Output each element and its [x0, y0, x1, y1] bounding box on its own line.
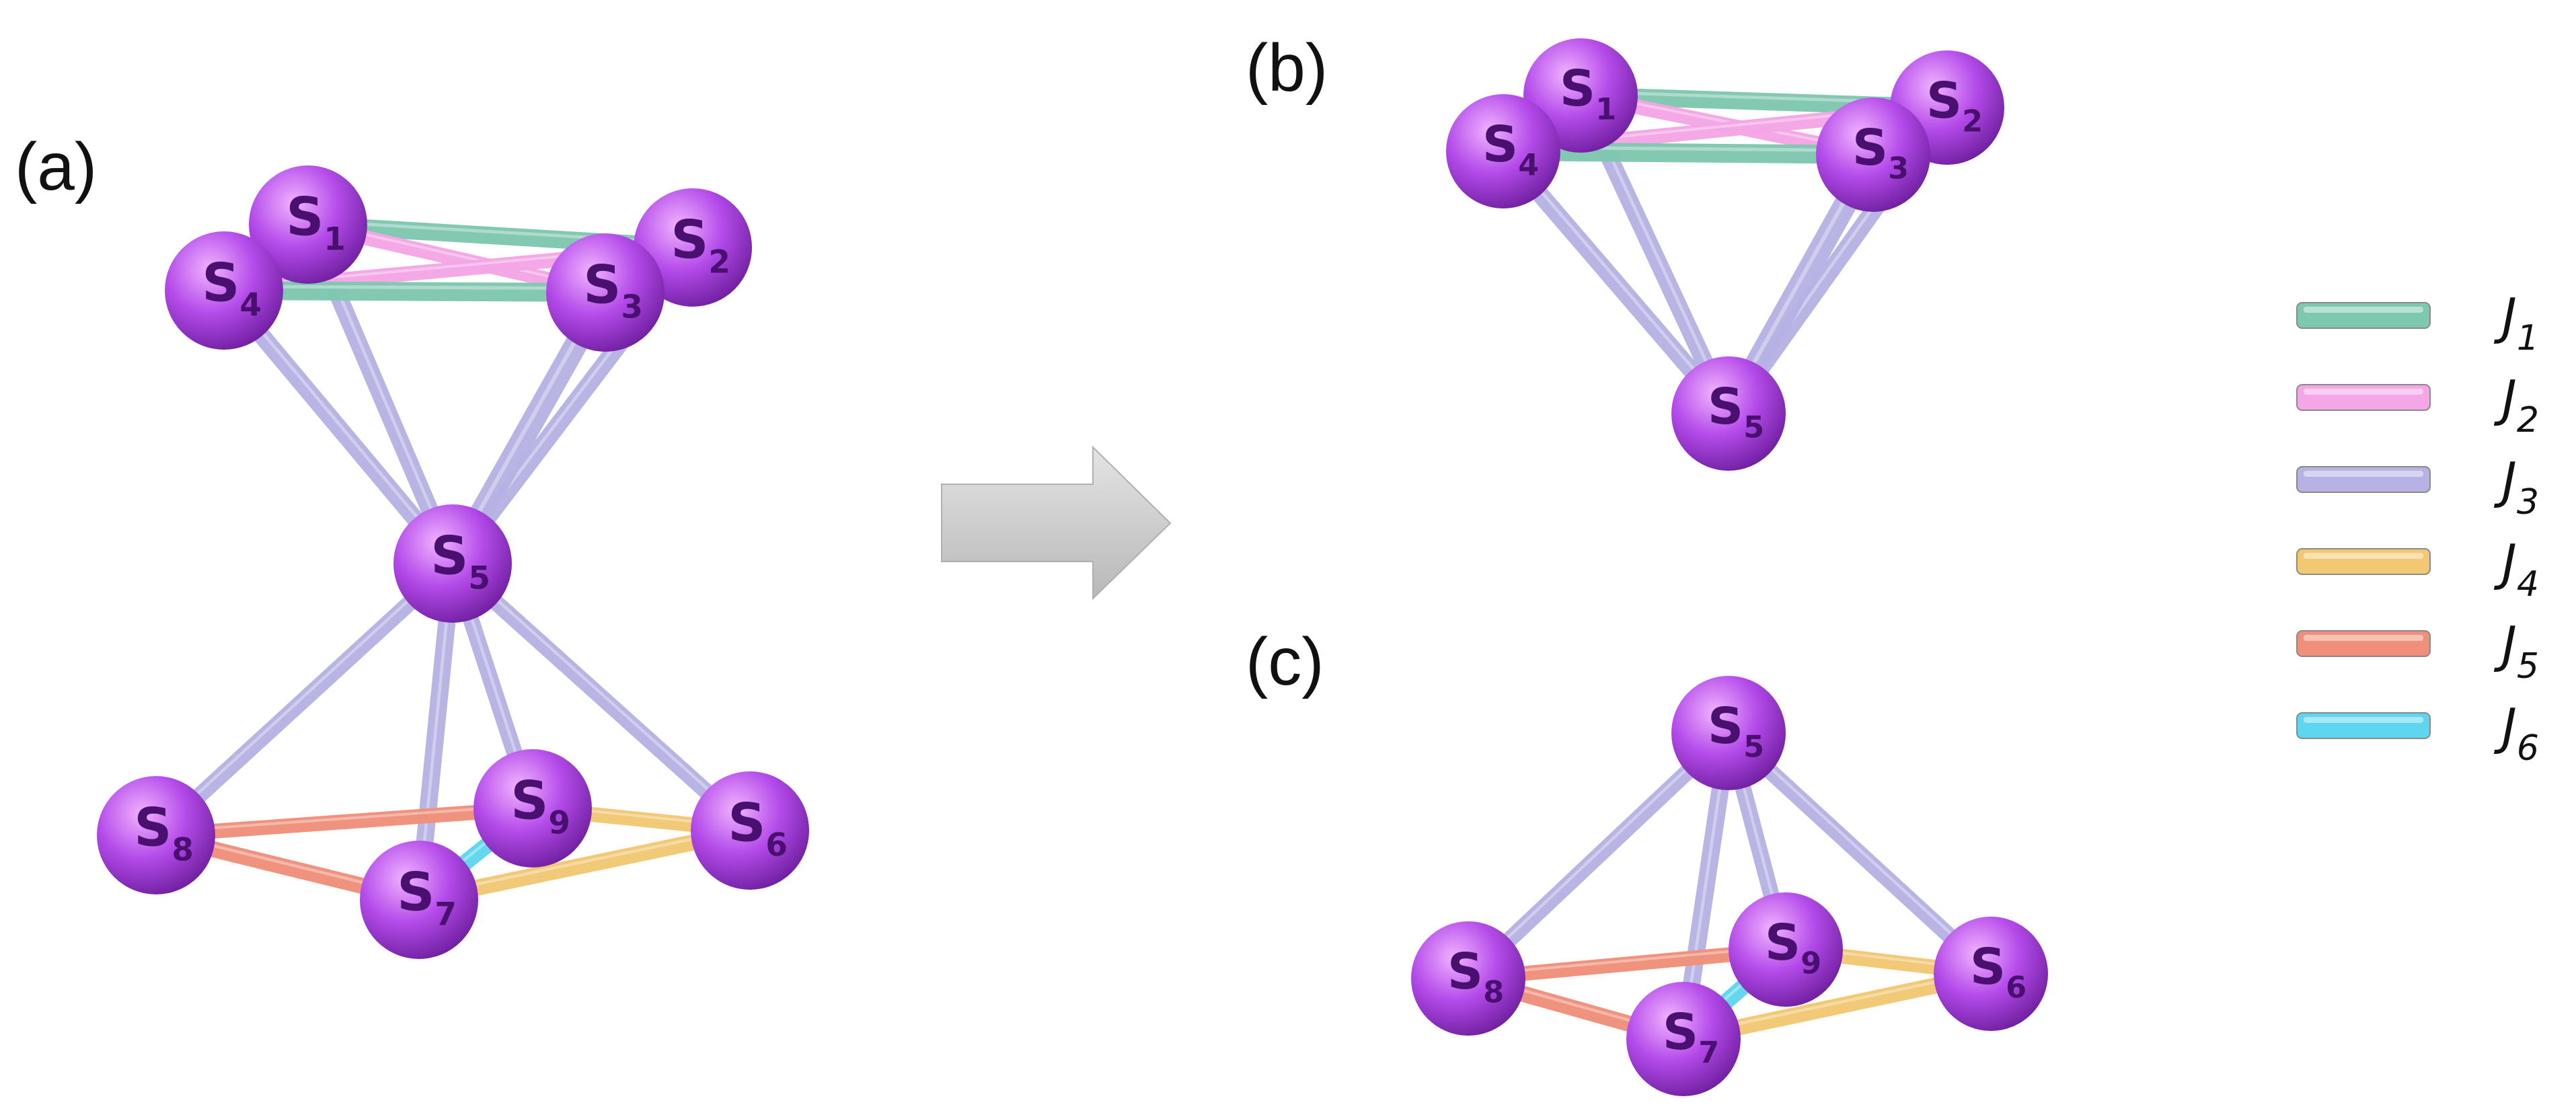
atom-label: S7 [1663, 1003, 1719, 1071]
legend-swatch-shine [2304, 471, 2423, 477]
bond-highlight [1466, 728, 1731, 976]
legend-swatch-shine [2304, 635, 2423, 641]
atom-sphere [1671, 676, 1786, 790]
atom-label: S5 [430, 527, 490, 597]
atom-s5-panel-a: S5 [393, 504, 512, 623]
panel-label-b: (b) [1246, 30, 1328, 106]
bond-highlight [451, 558, 752, 829]
atom-label: S3 [583, 256, 643, 326]
legend-swatch-shine [2304, 717, 2423, 723]
bond-a-s4-s5 [215, 282, 461, 572]
panel-label-a: (a) [15, 129, 97, 204]
legend-entry-j5: J5 [2296, 616, 2539, 687]
legend-swatch [2296, 630, 2431, 657]
bond-a-s8-s5 [148, 555, 461, 843]
legend-label: J4 [2493, 534, 2539, 605]
atom-s3-panel-a: S3 [546, 233, 665, 352]
legend-entry-j2: J2 [2296, 370, 2539, 440]
legend-swatch [2296, 548, 2431, 575]
legend-entry-j4: J4 [2296, 534, 2539, 605]
atom-sphere [1816, 98, 1930, 212]
atom-label: S4 [1482, 116, 1539, 183]
atom-s9-panel-c: S9 [1729, 892, 1843, 1007]
legend-label: J5 [2493, 616, 2539, 687]
atom-sphere [97, 776, 215, 894]
atom-label: S7 [397, 863, 457, 933]
atom-label: S5 [1708, 697, 1764, 765]
atom-sphere [249, 165, 367, 284]
atom-sphere [1411, 921, 1525, 1036]
legend-swatch [2296, 712, 2431, 739]
bond-c-s8-s5 [1460, 725, 1737, 987]
atom-s7-panel-c: S7 [1626, 982, 1741, 1096]
bond-c-s6-s5 [1720, 725, 1999, 982]
atom-s3-panel-b: S3 [1816, 98, 1930, 212]
bond-highlight [154, 558, 455, 833]
atom-label: S2 [671, 210, 730, 281]
legend-swatch-shine [2304, 553, 2423, 559]
transition-arrow [941, 445, 1172, 601]
atom-sphere [165, 231, 283, 350]
legend-label: J3 [2493, 452, 2539, 523]
legend-label: J6 [2493, 698, 2539, 769]
atom-label: S9 [1765, 914, 1821, 981]
bond-a-s8-s9 [149, 801, 540, 843]
atom-label: S3 [1852, 119, 1909, 186]
atom-s2-panel-a: S2 [634, 188, 752, 307]
atom-label: S1 [1560, 60, 1616, 127]
atom-sphere [393, 504, 512, 623]
atom-s5-panel-b: S5 [1671, 356, 1786, 471]
legend-swatch-shine [2304, 307, 2423, 313]
legend-swatch [2296, 302, 2431, 329]
atom-label: S8 [134, 798, 194, 869]
atom-s8-panel-c: S8 [1411, 921, 1525, 1036]
bond-a-s6-s5 [445, 555, 758, 839]
atom-sphere [1626, 982, 1741, 1096]
atom-s4-panel-b: S4 [1446, 94, 1560, 208]
atom-label: S9 [510, 771, 570, 842]
atom-s5-panel-c: S5 [1671, 676, 1786, 790]
atom-sphere [691, 771, 809, 890]
atom-label: S4 [202, 254, 262, 324]
atom-label: S6 [1970, 938, 2026, 1005]
legend-entry-j6: J6 [2296, 698, 2539, 769]
atom-label: S6 [728, 794, 788, 864]
atom-s7-panel-a: S7 [360, 841, 478, 959]
bond-highlight [155, 804, 534, 834]
atom-sphere [634, 188, 752, 307]
legend-label: J1 [2493, 288, 2539, 358]
atom-label: S2 [1926, 72, 1983, 139]
atom-s9-panel-a: S9 [473, 749, 592, 868]
panel-label-c: (c) [1246, 624, 1324, 699]
bond-b-s4-s3 [1494, 142, 1883, 164]
atom-sphere [546, 233, 665, 352]
legend-swatch-shine [2304, 389, 2423, 395]
atom-label: S5 [1708, 378, 1764, 445]
atom-label: S8 [1447, 943, 1504, 1010]
legend-entry-j3: J3 [2296, 452, 2539, 523]
atom-label: S1 [286, 188, 346, 258]
atom-s4-panel-a: S4 [165, 231, 283, 350]
atom-sphere [1934, 917, 2048, 1031]
atom-s1-panel-a: S1 [249, 165, 367, 284]
atom-s6-panel-c: S6 [1934, 917, 2048, 1031]
bond-b-s4-s5 [1494, 143, 1737, 422]
bond-a-s4-s3 [215, 281, 615, 302]
atom-s6-panel-a: S6 [691, 771, 809, 890]
legend-label: J2 [2493, 370, 2539, 440]
legend-entry-j1: J1 [2296, 288, 2539, 358]
atom-sphere [473, 749, 592, 868]
atom-sphere [360, 841, 478, 959]
atom-sphere [1729, 892, 1843, 1007]
atom-sphere [1671, 356, 1786, 471]
legend-swatch [2296, 466, 2431, 493]
legend-swatch [2296, 384, 2431, 411]
bond-highlight [222, 284, 607, 291]
atom-s8-panel-a: S8 [97, 776, 215, 894]
atom-sphere [1446, 94, 1560, 208]
